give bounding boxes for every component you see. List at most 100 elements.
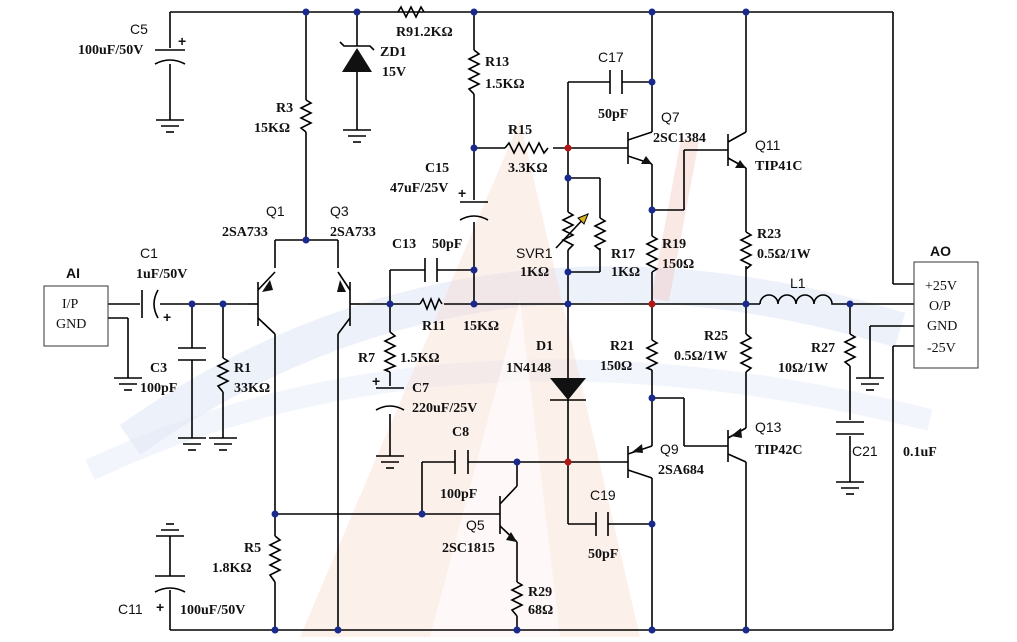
label-c5-value: 100uF/50V (78, 43, 143, 58)
label-r29-ref: R29 (528, 585, 552, 600)
label-c17-ref: C17 (598, 49, 624, 65)
label-r29-value: 68Ω (528, 603, 553, 618)
label-l1-ref: L1 (790, 275, 806, 291)
label-q11-value: TIP41C (755, 159, 802, 174)
label-c15-value: 47uF/25V (390, 181, 448, 196)
label-r7-value: 1.5KΩ (400, 351, 440, 366)
label-q13-ref: Q13 (755, 419, 782, 435)
capacitor-symbols: + + + + + (141, 33, 864, 615)
resistor-r1 (216, 357, 230, 393)
output-block-line-plus25v: +25V (925, 279, 957, 294)
resistor-r3 (299, 99, 313, 133)
label-r13-value: 1.5KΩ (485, 77, 525, 92)
label-c11-ref: C11 (118, 601, 143, 617)
label-c1-value: 1uF/50V (136, 267, 187, 282)
label-q1-value: 2SA733 (222, 225, 268, 240)
label-c21-ref: C21 (852, 443, 878, 459)
label-r27-ref: R27 (811, 341, 835, 356)
ground-output (856, 377, 884, 391)
label-r27-value: 10Ω/1W (778, 361, 828, 376)
label-r3-value: 15KΩ (254, 121, 290, 136)
output-block: AO +25V O/P GND -25V (913, 243, 979, 369)
label-q1-ref: Q1 (266, 203, 285, 219)
resistor-r7 (382, 331, 397, 373)
zener-zd1 (339, 41, 375, 72)
label-r11-value: 15KΩ (463, 319, 499, 334)
label-zd1-value: 15V (382, 65, 406, 80)
label-c7-value: 220uF/25V (412, 401, 477, 416)
label-c8-ref: C8 (452, 425, 469, 440)
svg-text:+: + (458, 185, 466, 201)
resistor-r19 (645, 235, 659, 273)
label-c8-value: 100pF (440, 487, 477, 502)
label-r21-ref: R21 (610, 339, 634, 354)
label-r7-ref: R7 (358, 351, 375, 366)
resistor-r15 (504, 141, 549, 155)
transistor-q7 (627, 131, 653, 165)
ground-c7 (376, 455, 404, 469)
label-q9-ref: Q9 (660, 441, 679, 457)
label-c3-ref: C3 (150, 361, 167, 376)
svg-text:+: + (156, 599, 164, 615)
label-r23-ref: R23 (757, 227, 781, 242)
ground-input (114, 377, 142, 391)
label-r25-value: 0.5Ω/1W (674, 349, 728, 364)
transistor-q5 (506, 532, 517, 542)
label-c1-ref: C1 (140, 245, 158, 261)
label-r5-ref: R5 (244, 541, 261, 556)
transistor-q11 (727, 131, 747, 169)
output-block-name: AO (930, 243, 951, 259)
label-svr1-value: 1KΩ (520, 265, 549, 280)
svg-text:+: + (163, 309, 171, 325)
label-r11-ref: R11 (422, 319, 445, 334)
transistor-q13 (727, 427, 747, 463)
watermark (85, 120, 933, 637)
label-c19-value: 50pF (588, 547, 618, 562)
input-block: AI I/P GND (43, 265, 109, 347)
label-c13-ref: C13 (392, 237, 416, 252)
component-labels: C5 100uF/50V R91.2KΩ ZD1 15V R13 1.5KΩ C… (78, 21, 937, 618)
label-q3-ref: Q3 (330, 203, 349, 219)
label-svr1-ref: SVR1 (516, 245, 553, 261)
output-block-line-gnd: GND (927, 319, 957, 334)
output-block-line-minus25v: -25V (927, 341, 956, 356)
resistor-r11 (419, 296, 443, 312)
label-r17-ref: R17 (611, 247, 635, 262)
resistor-r23 (739, 231, 753, 270)
label-c13-value: 50pF (432, 237, 462, 252)
label-r13-ref: R13 (485, 55, 509, 70)
label-q13-value: TIP42C (755, 443, 802, 458)
ground-c11 (156, 523, 184, 537)
label-r15-ref: R15 (508, 123, 532, 138)
ground-c21 (836, 481, 864, 495)
label-q5-ref: Q5 (466, 517, 485, 533)
label-r3-ref: R3 (276, 101, 293, 116)
label-r19-ref: R19 (662, 237, 686, 252)
label-r9: R91.2KΩ (396, 25, 453, 40)
resistor-svr1 (561, 211, 575, 251)
label-r1-ref: R1 (234, 361, 251, 376)
label-r23-value: 0.5Ω/1W (757, 247, 811, 262)
ground-symbols (114, 119, 884, 537)
transistor-q1 (262, 280, 273, 292)
svg-text:+: + (178, 33, 186, 49)
diode-d1 (550, 378, 586, 401)
label-r19-value: 150Ω (662, 257, 694, 272)
label-c21-value: 0.1uF (903, 445, 937, 460)
label-c15-ref: C15 (425, 161, 449, 176)
label-zd1-ref: ZD1 (380, 45, 406, 60)
resistor-r21 (645, 339, 659, 371)
resistor-r13 (467, 49, 481, 95)
label-r1-value: 33KΩ (234, 381, 270, 396)
input-block-line-ip: I/P (62, 297, 79, 312)
label-c17-value: 50pF (598, 107, 628, 122)
label-c5-ref: C5 (130, 21, 148, 37)
label-q7-value: 2SC1384 (653, 131, 706, 146)
label-d1-ref: D1 (536, 339, 553, 354)
junction-dots (188, 8, 854, 634)
resistor-r29 (510, 581, 524, 617)
ground-zd1 (343, 129, 371, 143)
label-c19-ref: C19 (590, 487, 616, 503)
